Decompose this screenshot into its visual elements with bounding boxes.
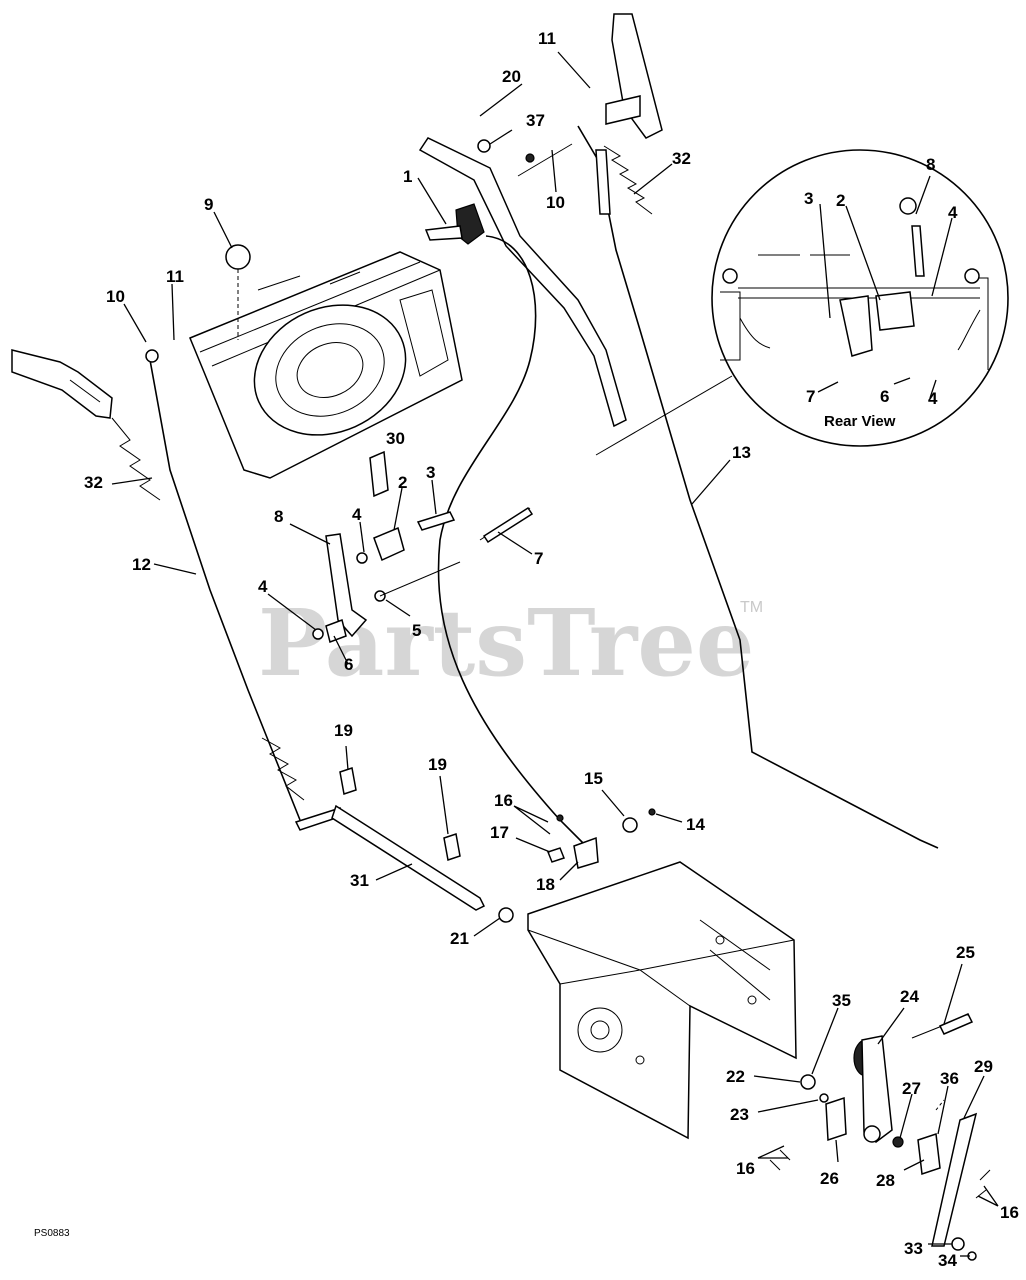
inset-callout-2: 2	[836, 191, 845, 210]
inset-callouts: 8 3 2 4 7 6 4 Rear View	[804, 155, 958, 430]
callout-17: 17	[490, 823, 509, 842]
middle-parts	[312, 450, 534, 643]
inset-callout-4b: 4	[928, 389, 938, 408]
callout-28: 28	[876, 1171, 895, 1190]
callout-16: 16	[494, 791, 513, 810]
callout-37: 37	[526, 111, 545, 130]
idler-assembly	[769, 1013, 991, 1261]
inset-callout-3: 3	[804, 189, 813, 208]
callout-33: 33	[904, 1239, 923, 1258]
watermark: PartsTree	[258, 589, 754, 697]
callout-27: 27	[902, 1079, 921, 1098]
right-handle	[605, 13, 663, 139]
callout-10: 10	[546, 193, 565, 212]
callout-16: 16	[1000, 1203, 1019, 1222]
callout-16: 16	[736, 1159, 755, 1178]
inset-callout-8: 8	[926, 155, 935, 174]
callout-34: 34	[938, 1251, 957, 1270]
callout-10: 10	[106, 287, 125, 306]
callout-1: 1	[403, 167, 412, 186]
inset-callout-7: 7	[806, 387, 815, 406]
callout-25: 25	[956, 943, 975, 962]
spring-right	[603, 145, 653, 215]
callout-23: 23	[730, 1105, 749, 1124]
spring-left	[111, 417, 161, 501]
callout-2: 2	[398, 473, 407, 492]
callout-36: 36	[940, 1069, 959, 1088]
inset-callout-6: 6	[880, 387, 889, 406]
callout-29: 29	[974, 1057, 993, 1076]
callout-3: 3	[426, 463, 435, 482]
shift-rod	[577, 125, 939, 849]
callout-11: 11	[538, 29, 556, 48]
leader-lines	[111, 51, 999, 1257]
callout-30: 30	[386, 429, 405, 448]
callout-6: 6	[344, 655, 353, 674]
callout-32: 32	[672, 149, 691, 168]
callout-14: 14	[686, 815, 705, 834]
callout-4: 4	[352, 505, 362, 524]
knob-9	[225, 244, 251, 270]
callout-7: 7	[534, 549, 543, 568]
trademark: TM	[740, 599, 763, 616]
left-cable	[149, 359, 301, 821]
inset-callout-4: 4	[948, 203, 958, 222]
hex-nut-37	[477, 139, 491, 153]
callout-22: 22	[726, 1067, 745, 1086]
callout-24: 24	[900, 987, 919, 1006]
callout-15: 15	[584, 769, 603, 788]
handle-tube	[418, 137, 627, 428]
inset-title: Rear View	[824, 413, 896, 430]
callout-9: 9	[204, 195, 213, 214]
callout-13: 13	[732, 443, 751, 462]
callout-5: 5	[412, 621, 421, 640]
callout-21: 21	[450, 929, 469, 948]
shaft	[294, 767, 514, 923]
callout-26: 26	[820, 1169, 839, 1188]
callout-32: 32	[84, 473, 103, 492]
callout-31: 31	[350, 871, 369, 890]
rear-view-inset	[595, 149, 1009, 456]
callout-labels: 1 2 3 4 4 5 6 7 8 9 10 11 12 13 14 15 16…	[84, 29, 1019, 1270]
engine-housing	[189, 251, 463, 479]
callout-11: 11	[166, 267, 184, 286]
callout-12: 12	[132, 555, 151, 574]
drive-cable	[437, 235, 591, 851]
control-lever	[424, 203, 485, 245]
callout-20: 20	[502, 67, 521, 86]
drawing-code: PS0883	[34, 1228, 70, 1239]
callout-19: 19	[334, 721, 353, 740]
lower-frame	[527, 861, 797, 1140]
callout-19: 19	[428, 755, 447, 774]
callout-4: 4	[258, 577, 268, 596]
lower-fittings	[547, 808, 656, 869]
left-handle	[11, 349, 113, 419]
callout-8: 8	[274, 507, 283, 526]
callout-18: 18	[536, 875, 555, 894]
callout-35: 35	[832, 991, 851, 1010]
